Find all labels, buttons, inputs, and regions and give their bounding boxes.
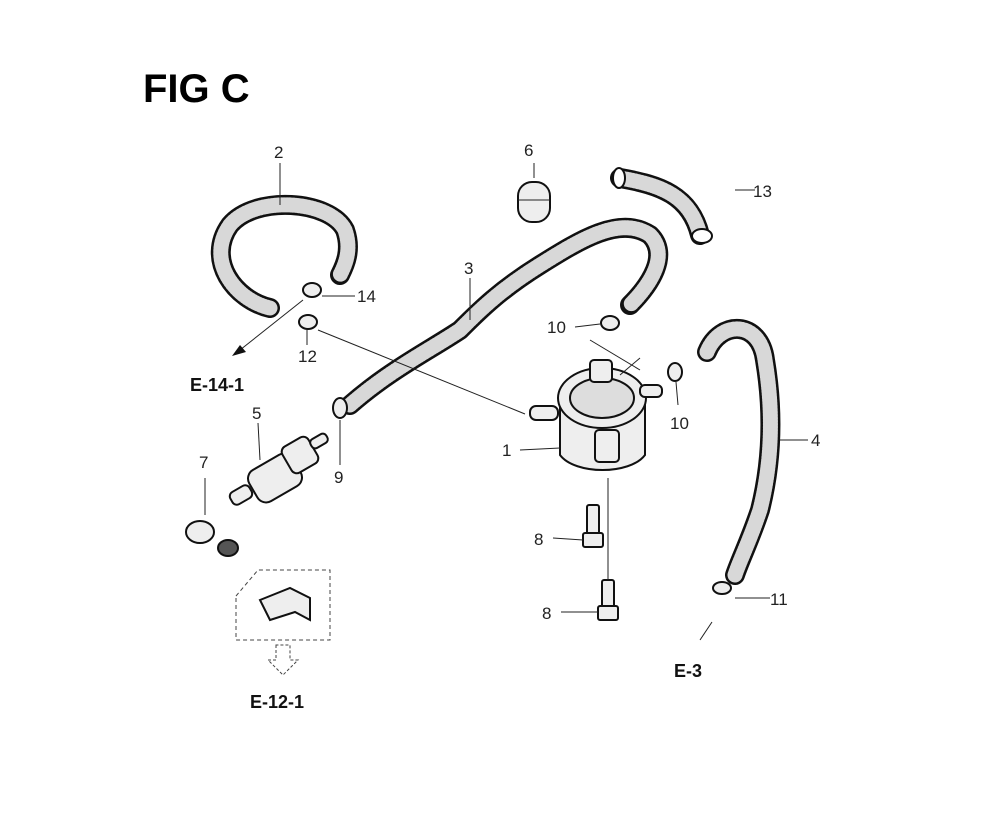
callout-2: 2 <box>274 143 283 162</box>
valve-5 <box>228 432 329 506</box>
callout-3: 3 <box>464 259 473 278</box>
clamp-7 <box>185 478 239 557</box>
hose-2 <box>210 194 358 318</box>
callout-8b: 8 <box>542 604 551 623</box>
bracket-box <box>235 569 331 676</box>
bolt-8a <box>582 504 604 548</box>
hose-3 <box>340 217 669 415</box>
callout-7: 7 <box>199 453 208 472</box>
callout-10a: 10 <box>547 318 566 337</box>
callout-11: 11 <box>770 590 788 609</box>
bolt-8b <box>597 478 619 621</box>
grommet-6 <box>517 163 551 223</box>
fuel-filter-1 <box>529 359 663 471</box>
callout-5: 5 <box>252 404 261 423</box>
callout-12: 12 <box>298 347 317 366</box>
callout-14: 14 <box>357 287 376 306</box>
ref-e-12-1[interactable]: E-12-1 <box>250 692 304 712</box>
callout-1: 1 <box>502 441 511 460</box>
callout-4: 4 <box>811 431 820 450</box>
callout-9: 9 <box>334 468 343 487</box>
hose-13 <box>610 167 713 245</box>
ref-e-14-1[interactable]: E-14-1 <box>190 375 244 395</box>
callout-13: 13 <box>753 182 772 201</box>
callout-10b: 10 <box>670 414 689 433</box>
callout-8a: 8 <box>534 530 543 549</box>
clips <box>298 282 732 595</box>
leader-lines <box>232 163 808 641</box>
callout-6: 6 <box>524 141 533 160</box>
hose-4 <box>697 318 781 585</box>
ref-e-3[interactable]: E-3 <box>674 661 702 681</box>
figure-title: FIG C <box>143 67 250 111</box>
